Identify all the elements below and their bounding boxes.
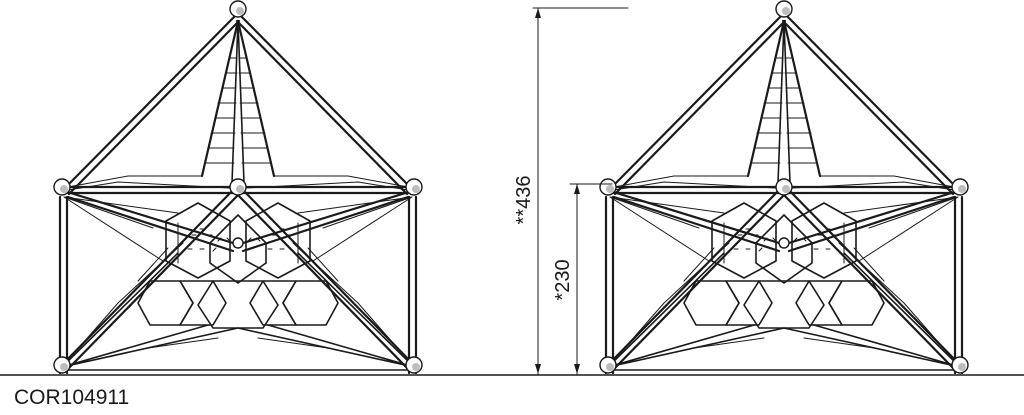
platform-height-dimension: *230 [552, 183, 613, 375]
product-code-label: COR104911 [14, 386, 130, 409]
total-height-dimension: **436 [513, 7, 629, 375]
platform-height-label: *230 [552, 259, 574, 300]
right-elevation-view [598, 0, 970, 375]
left-elevation-view [52, 0, 424, 375]
total-height-label: **436 [513, 176, 535, 225]
